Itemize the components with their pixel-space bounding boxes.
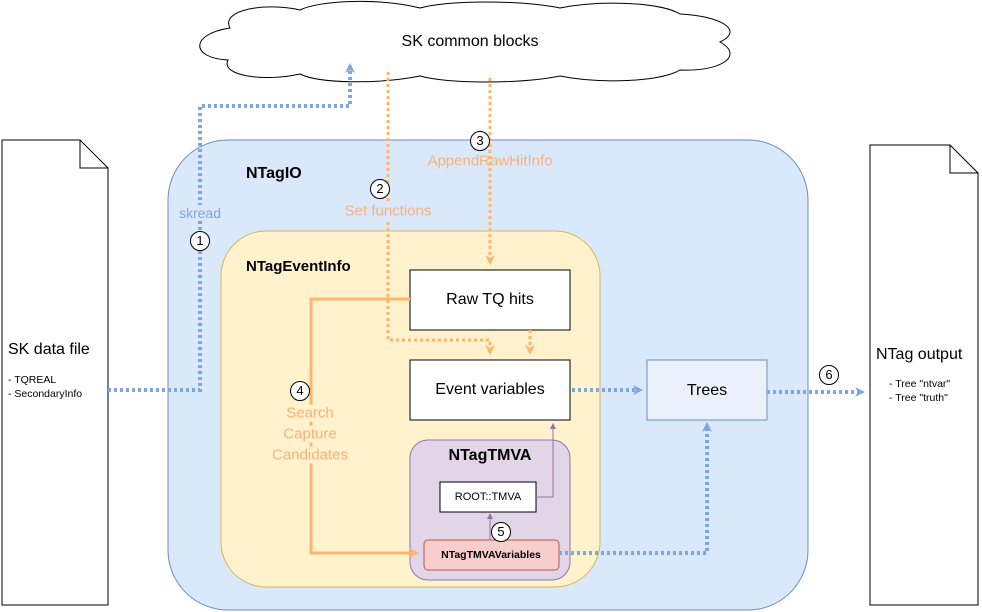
root-tmva-label: ROOT::TMVA (454, 491, 522, 503)
step-1-badge: 1 (190, 231, 210, 251)
ntag-output-shape (869, 144, 979, 606)
search-capture-label-line-1: Search (286, 404, 334, 422)
trees-box (646, 359, 768, 421)
set-functions-label: Set functions (344, 202, 432, 220)
cloud-label: SK common blocks (401, 33, 539, 50)
sk-common-blocks-cloud (199, 0, 731, 83)
eventinfo-title: NTagEventInfo (246, 258, 351, 275)
tmvavars-to-trees-arrow (559, 422, 712, 555)
step-2-badge: 2 (370, 179, 390, 199)
sk-data-file-fold (79, 140, 108, 169)
sk-data-file-shape (1, 139, 109, 606)
root-tmva-to-event-arrow (536, 423, 556, 498)
trees-label: Trees (686, 382, 728, 399)
raw-tq-hits-label: Raw TQ hits (446, 291, 534, 308)
sk-data-file-item-2: - SecondaryInfo (8, 388, 83, 400)
append-raw-hit-info-label: AppendRawHitInfo (427, 152, 553, 170)
search-capture-label-line-3: Candidates (272, 446, 348, 464)
ntagio-title: NTagIO (246, 165, 302, 182)
raw-tq-hits-box (409, 269, 571, 331)
ntag-output-item-2: - Tree "truth" (889, 392, 948, 404)
sk-data-file-item-1: - TQREAL (8, 374, 57, 386)
ntag-output-title: NTag output (876, 346, 963, 363)
step-6-badge: 6 (819, 365, 839, 385)
skread-label: skread (178, 205, 222, 221)
event-variables-label: Event variables (435, 381, 545, 398)
search-capture-label-line-2: Capture (283, 425, 337, 443)
step-4-badge: 4 (290, 381, 310, 401)
step-3-badge: 3 (470, 131, 490, 151)
sk-data-file-title: SK data file (8, 341, 90, 358)
ntag-output-item-1: - Tree "ntvar" (889, 378, 951, 390)
step-5-badge: 5 (491, 522, 511, 542)
skread-arrow (108, 63, 355, 392)
event-variables-box (409, 359, 571, 421)
tmva-variables-label: NTagTMVAVariables (441, 549, 541, 561)
ntagtmva-title: NTagTMVA (448, 447, 532, 464)
ntag-output-fold (949, 145, 978, 174)
